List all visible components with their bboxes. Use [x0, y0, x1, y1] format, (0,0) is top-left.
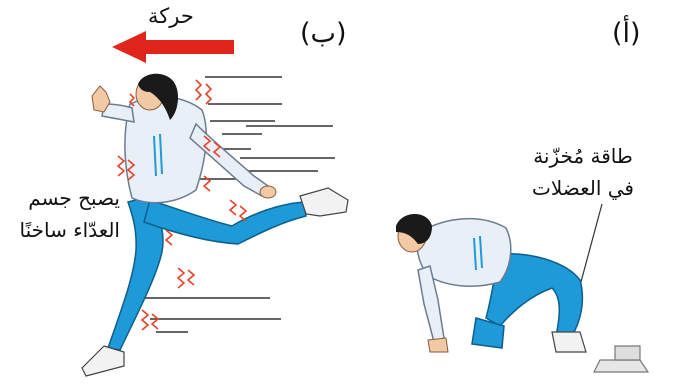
stored-energy-line-1: طاقة مُخزّنة [518, 140, 648, 172]
panel-label-b: (ب) [300, 18, 347, 49]
body-warm-line-1: يصبح جسم [2, 182, 120, 214]
motion-label: حركة [148, 4, 194, 28]
panel-label-a: (أ) [612, 18, 641, 49]
stored-energy-label: طاقة مُخزّنة في العضلات [518, 140, 648, 204]
motion-arrow [112, 31, 234, 63]
running-athlete [82, 74, 348, 376]
body-warm-label: يصبح جسم العدّاء ساخنًا [2, 182, 120, 246]
body-warm-line-2: العدّاء ساخنًا [2, 214, 120, 246]
stored-energy-line-2: في العضلات [518, 172, 648, 204]
crouching-athlete [396, 204, 648, 372]
